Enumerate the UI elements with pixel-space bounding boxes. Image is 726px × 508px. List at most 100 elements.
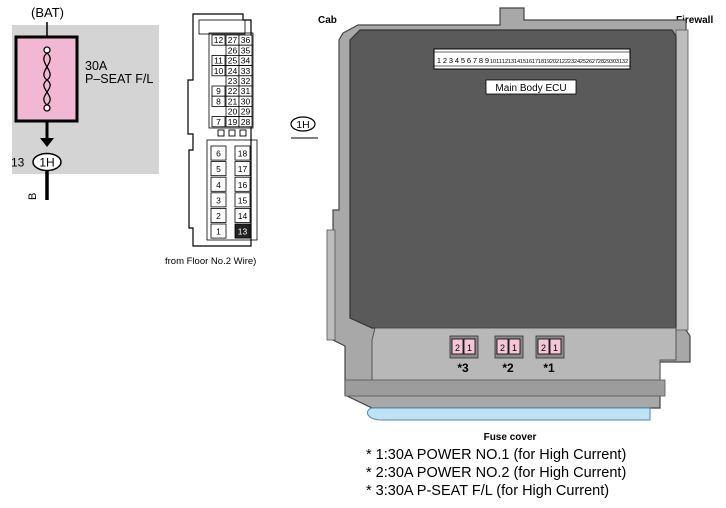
svg-text:31: 31 — [241, 86, 251, 96]
circuit-panel: (BAT) 30A P–SEAT F/L 1H 13 B — [11, 5, 159, 200]
ecu-pin-number: 10 — [490, 59, 496, 65]
connector-pin: 15 — [234, 192, 251, 208]
fuse-marker: *1 — [543, 361, 555, 375]
connector-pin: 28 — [238, 116, 253, 128]
connector-pin: 7 — [211, 116, 226, 128]
connector-pin: 20 — [225, 106, 240, 118]
ecu-pin-number: 1 — [437, 56, 441, 65]
main-body-ecu — [349, 29, 677, 329]
ecu-pin-number: 3 — [449, 56, 453, 65]
ecu-pin-number: 5 — [461, 56, 465, 65]
connector-pin: 26 — [225, 44, 240, 56]
ecu-pin-number: 28 — [598, 59, 604, 65]
ecu-pin-number: 26 — [586, 59, 592, 65]
bat-label: (BAT) — [31, 5, 64, 20]
callout-badge — [290, 116, 316, 132]
svg-text:7: 7 — [216, 117, 221, 127]
ecu-pin-number: 25 — [580, 59, 586, 65]
svg-text:1: 1 — [553, 343, 558, 353]
ecu-pin-number: 12 — [502, 59, 508, 65]
svg-text:2: 2 — [541, 343, 546, 353]
fuse-marker: *2 — [502, 361, 514, 375]
arrow-down-icon — [40, 138, 54, 147]
ecu-pin-number: 16 — [526, 59, 532, 65]
connector-caption: from Floor No.2 Wire) — [165, 256, 256, 267]
connector-pin: 31 — [238, 85, 253, 97]
ecu-pin-number: 9 — [485, 56, 489, 65]
ecu-pin-number: 22 — [562, 59, 568, 65]
ecu-pin-number: 32 — [622, 59, 628, 65]
svg-text:22: 22 — [228, 86, 238, 96]
ecu-pin-number: 19 — [544, 59, 550, 65]
connector-pin: 6 — [210, 145, 227, 161]
ecu-pin-number: 8 — [479, 56, 483, 65]
fuse-icon — [43, 46, 51, 112]
connector-pin: 21 — [225, 95, 240, 107]
legend-item-1: * 1:30A POWER NO.1 (for High Current) — [366, 447, 627, 463]
connector-pin: 36 — [238, 34, 253, 46]
connector-pin: 9 — [211, 85, 226, 97]
connector-pin: 19 — [225, 116, 240, 128]
connector-pin: 27 — [225, 34, 240, 46]
connector-pin: 17 — [234, 161, 251, 177]
fuse-name: P–SEAT F/L — [85, 72, 153, 86]
svg-text:36: 36 — [241, 35, 251, 45]
svg-text:17: 17 — [238, 164, 248, 174]
connector-pin: 3 — [210, 192, 227, 208]
svg-text:3: 3 — [216, 195, 221, 205]
cab-label: Cab — [318, 15, 337, 26]
svg-text:27: 27 — [228, 35, 238, 45]
svg-text:8: 8 — [216, 96, 221, 106]
svg-text:9: 9 — [216, 86, 221, 96]
svg-text:2: 2 — [455, 343, 460, 353]
svg-text:26: 26 — [228, 45, 238, 55]
svg-text:33: 33 — [241, 66, 251, 76]
ecu-pin-number: 11 — [496, 59, 502, 65]
wire-color-label: B — [27, 193, 39, 200]
svg-text:34: 34 — [241, 56, 251, 66]
ecu-pin-number: 13 — [508, 59, 514, 65]
firewall-label: Firewall — [676, 15, 713, 26]
svg-text:30: 30 — [241, 96, 251, 106]
ecu-pin-number: 4 — [455, 56, 459, 65]
ecu-pin-number: 18 — [538, 59, 544, 65]
ecu-label: Main Body ECU — [495, 83, 566, 94]
svg-text:1: 1 — [512, 343, 517, 353]
ecu-label-box — [485, 79, 577, 95]
ecu-pin-number: 27 — [592, 59, 598, 65]
fuse-cover-label: Fuse cover — [484, 432, 537, 443]
connector-pin: 8 — [211, 95, 226, 107]
svg-text:21: 21 — [228, 96, 238, 106]
svg-text:4: 4 — [216, 180, 221, 190]
svg-text:24: 24 — [228, 66, 238, 76]
svg-text:14: 14 — [238, 211, 248, 221]
ecu-pin-number: 31 — [616, 59, 622, 65]
svg-text:6: 6 — [216, 149, 221, 159]
connector-pin: 35 — [238, 44, 253, 56]
legend-item-3: * 3:30A P-SEAT F/L (for High Current) — [366, 483, 610, 499]
ecu-pin-number: 7 — [473, 56, 477, 65]
svg-text:25: 25 — [228, 56, 238, 66]
svg-text:2: 2 — [500, 343, 505, 353]
connector-pin: 23 — [225, 75, 240, 87]
ecu-pin-number: 24 — [574, 59, 580, 65]
svg-text:28: 28 — [241, 117, 251, 127]
connector-pin: 12 — [211, 34, 226, 46]
connector-pin: 34 — [238, 55, 253, 67]
ecu-pin-number: 2 — [443, 56, 447, 65]
svg-text:18: 18 — [238, 149, 248, 159]
connector-pin: 22 — [225, 85, 240, 97]
connector-pin: 13 — [234, 223, 251, 239]
ecu-pin-number: 23 — [568, 59, 574, 65]
svg-text:5: 5 — [216, 164, 221, 174]
svg-text:15: 15 — [238, 195, 248, 205]
connector-pin: 4 — [210, 176, 227, 192]
locking-tabs — [217, 129, 247, 137]
